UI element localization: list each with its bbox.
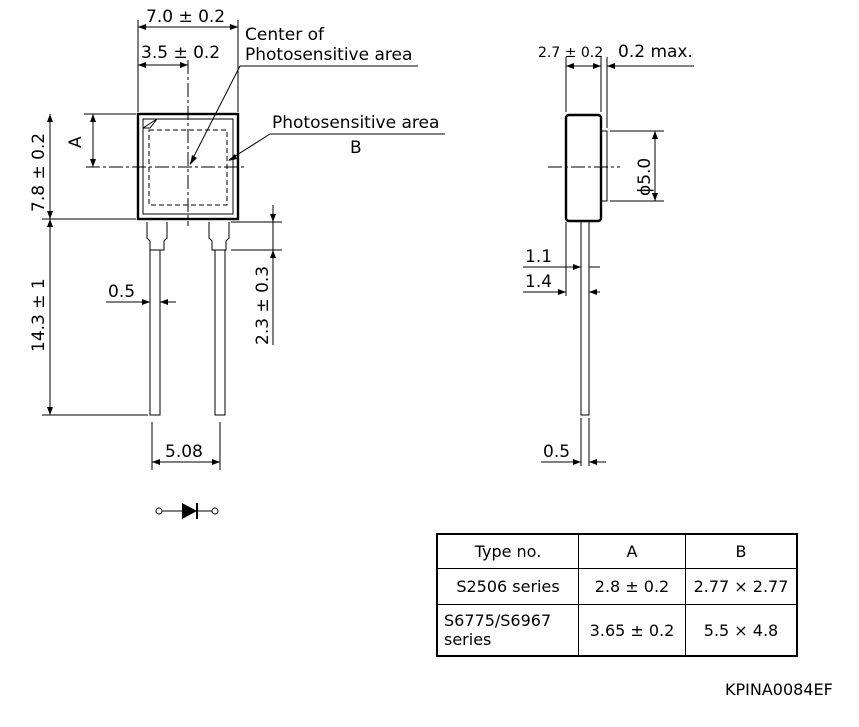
- lead-right: [208, 222, 230, 416]
- dim-1-1-label: 1.1: [525, 247, 552, 267]
- table-cell-type: S2506 series: [436, 568, 579, 605]
- area-label-b: B: [350, 138, 362, 158]
- dim-thickness-label: 2.7 ± 0.2: [538, 45, 603, 61]
- dim-1-4-label: 1.4: [525, 272, 552, 292]
- dim-lead-length-label: 14.3 ± 1: [29, 278, 49, 352]
- dim-side-lead-width-label: 0.5: [543, 442, 570, 462]
- table-header-b: B: [685, 533, 798, 569]
- table-row: S2506 series 2.8 ± 0.2 2.77 × 2.77: [436, 568, 798, 605]
- dim-protrusion-label: 0.2 max.: [618, 42, 693, 62]
- dim-shoulder-label: 2.3 ± 0.3: [253, 266, 273, 345]
- dim-lead-width-label: 0.5: [108, 282, 135, 302]
- center-label-line1: Center of: [245, 25, 325, 45]
- dim-lead-pitch-label: 5.08: [165, 442, 203, 462]
- corner-chamfer: [142, 118, 158, 129]
- table-cell-type: S6775/S6967 series: [436, 604, 579, 657]
- type-table: Type no. A B S2506 series 2.8 ± 0.2 2.77…: [436, 533, 798, 657]
- lead-left: [146, 222, 168, 416]
- table-cell-a: 2.8 ± 0.2: [578, 568, 686, 605]
- dim-height-label: 7.8 ± 0.2: [29, 133, 49, 212]
- side-window: [600, 130, 608, 202]
- photodiode-symbol-icon: [155, 503, 219, 519]
- area-label: Photosensitive area: [272, 113, 439, 133]
- table-header-row: Type no. A B: [436, 533, 798, 569]
- dim-width-label: 7.0 ± 0.2: [146, 7, 225, 27]
- table-cell-b: 2.77 × 2.77: [685, 568, 798, 605]
- dim-center-label: 3.5 ± 0.2: [141, 43, 220, 63]
- table-row: S6775/S6967 series 3.65 ± 0.2 5.5 × 4.8: [436, 604, 798, 657]
- table-header-a: A: [578, 533, 686, 569]
- side-view: 2.7 ± 0.2 0.2 max. ϕ5.0 1.1 1.4 0.5: [523, 42, 694, 466]
- table-cell-b: 5.5 × 4.8: [685, 604, 798, 657]
- side-body: [564, 113, 603, 223]
- front-view: 7.0 ± 0.2 3.5 ± 0.2 Center of Photosensi…: [29, 7, 445, 470]
- side-lead: [580, 220, 590, 416]
- center-label-line2: Photosensitive area: [245, 45, 412, 65]
- table-cell-a: 3.65 ± 0.2: [578, 604, 686, 657]
- dim-window-label: ϕ5.0: [635, 158, 655, 196]
- dim-a-label: A: [66, 136, 86, 148]
- document-code: KPINA0084EF: [725, 680, 833, 699]
- table-header-type: Type no.: [436, 533, 579, 569]
